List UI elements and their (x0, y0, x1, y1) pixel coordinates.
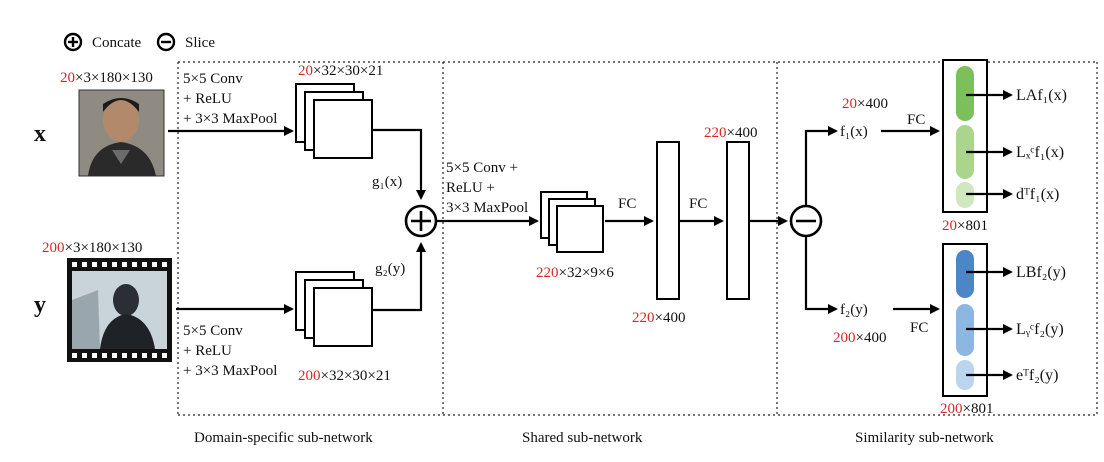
fc-top-label: FC (907, 112, 925, 128)
input-y-dims: 200×3×180×130 (42, 240, 142, 256)
slice-icon (156, 32, 176, 52)
fc1-out-dims: 220×400 (632, 310, 685, 326)
bottom-output-label-2: Lᵧᶜf₂(y) (1016, 321, 1064, 338)
top-segment-2 (956, 125, 974, 179)
input-x-label: x (34, 121, 46, 147)
top-segment-3 (956, 182, 974, 208)
concat-icon (63, 32, 83, 52)
shared-layer-text: 5×5 Conv + ReLU + 3×3 MaxPool (446, 160, 528, 216)
concat-node (404, 204, 438, 238)
feature-stack-x (295, 83, 373, 159)
bottom-output-vector (942, 243, 988, 397)
domain-y-feat-dims: 200×32×30×21 (298, 368, 391, 384)
fc2-vector (726, 141, 750, 300)
bottom-output-label-3: eᵀf₂(y) (1016, 367, 1058, 384)
fc-bottom-label: FC (910, 320, 928, 336)
fc2-out-dims: 220×400 (704, 125, 757, 141)
face-image-x (78, 89, 165, 177)
slice-node (789, 204, 823, 238)
shared-fc2-label: FC (689, 196, 707, 212)
legend: Concate Slice (63, 32, 215, 52)
arrow-gx-to-concat (372, 128, 426, 200)
top-output-vector (942, 59, 988, 213)
legend-slice-label: Slice (185, 35, 215, 51)
f1-label: f₁(x) (840, 124, 868, 140)
arrow-slice-to-f2 (804, 236, 838, 314)
shared-feat-dims: 220×32×9×6 (536, 265, 614, 281)
section-domain-caption: Domain-specific sub-network (194, 430, 373, 446)
f2-label: f₂(y) (840, 302, 868, 318)
top-output-label-3: dᵀf₁(x) (1016, 186, 1059, 203)
domain-y-layer-text: 5×5 Conv + ReLU + 3×3 MaxPool (183, 323, 277, 379)
top-segment-1 (956, 66, 974, 121)
arrow-slice-to-f1 (804, 126, 838, 206)
bottom-segment-3 (956, 360, 974, 390)
domain-x-layer-text: 5×5 Conv + ReLU + 3×3 MaxPool (183, 71, 277, 127)
domain-x-feat-dims: 20×32×30×21 (298, 63, 383, 79)
bottom-output-dims: 200×801 (940, 401, 993, 417)
f1-dims: 20×400 (842, 96, 888, 112)
legend-concat-label: Concate (92, 35, 141, 51)
top-output-label-1: LAf₁(x) (1016, 87, 1067, 104)
feature-stack-y (295, 271, 373, 347)
bottom-segment-1 (956, 250, 974, 298)
bottom-segment-2 (956, 304, 974, 356)
input-y-label: y (34, 292, 46, 318)
section-similarity-caption: Similarity sub-network (855, 430, 994, 446)
fc1-vector (656, 141, 680, 300)
label-gx: g₁(x) (372, 174, 402, 190)
film-image-y (67, 258, 172, 362)
arrow-gy-to-concat (372, 242, 426, 312)
top-output-dims: 20×801 (942, 218, 988, 234)
label-gy: g₂(y) (375, 261, 405, 277)
f2-dims: 200×400 (833, 330, 886, 346)
feature-stack-shared (540, 191, 604, 253)
shared-fc1-label: FC (618, 196, 636, 212)
bottom-output-label-1: LBf₂(y) (1016, 264, 1066, 281)
section-shared-caption: Shared sub-network (522, 430, 643, 446)
input-x-dims: 20×3×180×130 (60, 70, 153, 86)
top-output-label-2: Lₓᶜf₁(x) (1016, 144, 1064, 161)
